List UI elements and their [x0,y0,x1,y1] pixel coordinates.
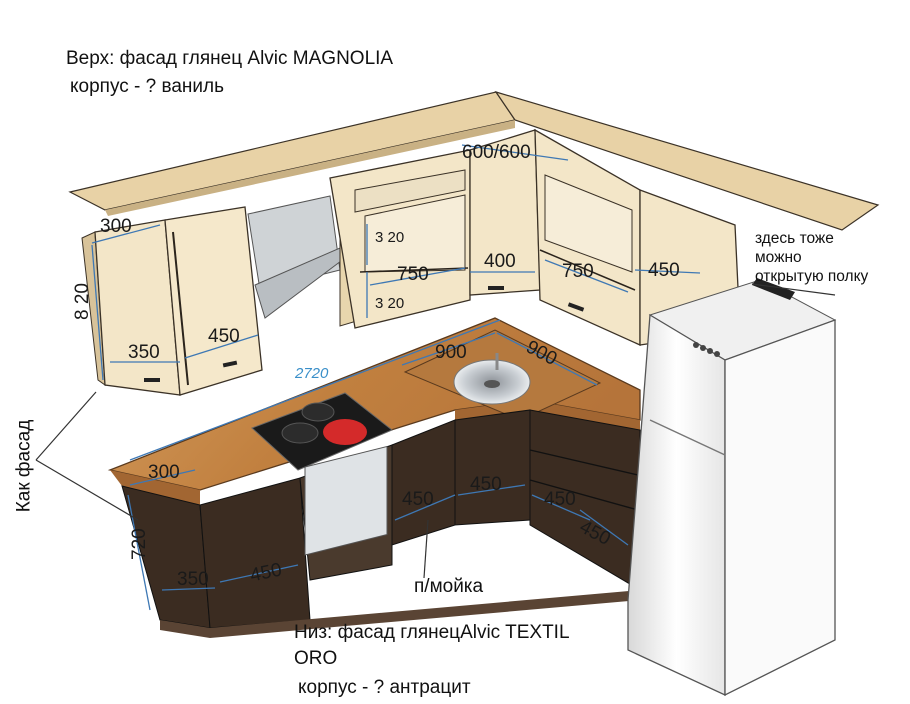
dim-upper-height: 8 20 [72,283,93,320]
dim-upper-450-right: 450 [648,260,680,281]
dim-sink-900-left: 900 [435,342,467,363]
dim-lower-corner-depth: 300 [148,462,180,483]
open-shelf-note-2: можно [755,249,802,266]
dim-shelf-320-top: 3 20 [375,229,404,246]
dim-upper-750-right: 750 [562,261,594,282]
upper-cabinets-left [81,206,263,396]
dim-upper-400: 400 [484,251,516,272]
dim-lower-450-sink-right: 450 [470,474,502,495]
dim-lower-450-right-a: 450 [544,489,576,510]
upper-cabinets-middle [329,129,541,329]
refrigerator [627,278,837,697]
dim-upper-750-left: 750 [397,264,429,285]
dimension-lines [91,144,701,611]
lower-body-note: корпус - ? антрацит [298,677,471,698]
dim-corner-upper: 600/600 [462,142,531,163]
dim-lower-450-sink-left: 450 [402,489,434,510]
dim-total-length: 2720 [294,365,329,382]
open-shelf-note-1: здесь тоже [755,230,834,247]
dim-lower-350: 350 [177,569,209,590]
leader-lines [35,283,836,579]
upper-facade-note: Верх: фасад глянец Alvic MAGNOLIA [66,48,394,69]
lower-facade-note-2: ORO [294,648,338,669]
upper-body-note: корпус - ? ваниль [70,76,225,97]
lower-cabinets [121,409,641,638]
dim-lower-height: 720 [129,528,150,560]
sink-cabinet-note: п/мойка [414,576,484,597]
upper-cornice [68,90,880,231]
dim-upper-left-450: 450 [208,326,240,347]
sink [403,329,602,421]
open-shelf-note-3: открытую полку [755,268,869,285]
side-facade-note: Как фасад [13,419,35,513]
lower-facade-note: Низ: фасад глянецAlvic TEXTIL [294,622,570,643]
dim-upper-corner-depth: 300 [100,216,132,237]
dim-shelf-320-bottom: 3 20 [375,295,404,312]
dim-upper-left-350: 350 [128,342,160,363]
cooktop [251,392,393,471]
